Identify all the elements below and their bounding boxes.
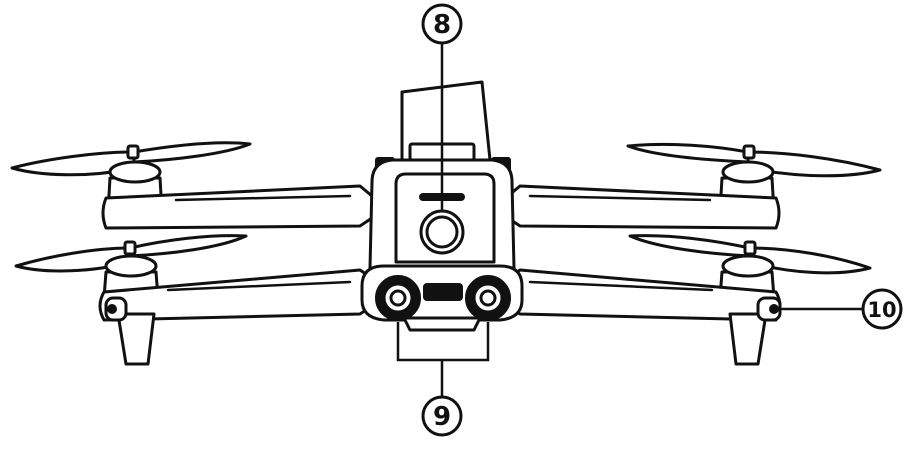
callout-marker-bottom: 9 bbox=[421, 395, 463, 437]
lower-left-propeller bbox=[14, 234, 248, 273]
callout-label-bottom: 9 bbox=[433, 402, 451, 432]
center-sensor-grille bbox=[423, 283, 463, 301]
leader-bracket-bottom bbox=[396, 322, 490, 396]
left-vision-sensor bbox=[375, 275, 421, 321]
left-landing-leg bbox=[116, 312, 156, 366]
upper-left-propeller bbox=[10, 141, 252, 177]
right-vision-sensor bbox=[465, 275, 511, 321]
callout-label-right: 10 bbox=[867, 298, 896, 322]
callout-marker-top: 8 bbox=[421, 3, 463, 45]
callout-marker-right: 10 bbox=[861, 288, 903, 330]
bottom-lip bbox=[402, 316, 482, 332]
left-front-led bbox=[104, 296, 128, 322]
callout-label-top: 8 bbox=[433, 10, 451, 40]
upper-right-propeller bbox=[626, 142, 882, 178]
gimbal-camera-lens bbox=[425, 215, 459, 249]
right-front-led bbox=[756, 296, 782, 322]
lower-right-propeller bbox=[628, 234, 872, 275]
right-landing-leg bbox=[728, 312, 768, 366]
